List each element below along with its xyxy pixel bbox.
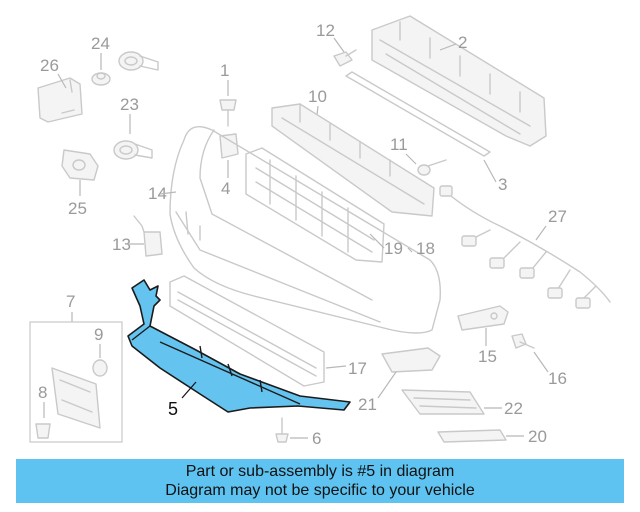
part-16-bolt: [511, 333, 535, 349]
banner-line-2: Diagram may not be specific to your vehi…: [165, 482, 475, 499]
callout-19: 19: [384, 239, 403, 258]
callout-16: 16: [548, 369, 567, 388]
callout-26: 26: [40, 56, 59, 75]
part-7-group-box: [29, 321, 123, 443]
callout-1: 14: [148, 184, 167, 203]
part-3-nut: [219, 133, 239, 159]
callout-9: 9: [94, 325, 103, 344]
part-17-lower-grille: [169, 275, 325, 387]
part-27-wiring-harness: [439, 185, 611, 309]
part-26-bracket: [37, 77, 83, 123]
part-sensor-top: [118, 51, 159, 71]
callout-21: 21: [358, 395, 377, 414]
part-24-clip: [91, 72, 111, 86]
part-license-plate: [51, 367, 101, 429]
callout-27: 27: [548, 207, 567, 226]
part-23-sensor: [113, 140, 153, 160]
part-5-front-spoiler: [127, 279, 351, 413]
callout-14: 11: [390, 135, 408, 154]
part-12-bolt: [333, 49, 357, 67]
callout-22: 22: [504, 399, 523, 418]
part-25-holder: [61, 149, 99, 181]
callout-6: 6: [312, 429, 321, 448]
callout-12: 12: [316, 21, 335, 40]
part-10-bracket: [271, 103, 435, 217]
callout-17: 17: [348, 359, 367, 378]
part-14-screw: [417, 159, 447, 176]
callout-10: 10: [308, 87, 327, 106]
callout-23: 23: [120, 95, 139, 114]
part-4-bracket: [133, 215, 163, 257]
part-6-screw: [275, 417, 289, 443]
info-banner: Part or sub-assembly is #5 in diagram Di…: [16, 459, 624, 503]
callout-20: 20: [528, 427, 547, 446]
callout-7: 7: [66, 292, 75, 311]
banner-line-1: Part or sub-assembly is #5 in diagram: [185, 463, 455, 480]
callout-2: 1: [220, 61, 229, 80]
callout-11: 2: [458, 33, 467, 52]
part-2-screw: [219, 99, 237, 127]
part-11-impact-bar: [371, 15, 547, 147]
part-1-bumper-cover: [169, 126, 441, 334]
part-15-cover: [457, 305, 509, 331]
callout-18: 18: [416, 239, 435, 258]
part-9-clip: [92, 359, 108, 377]
part-18-grille: [245, 147, 385, 263]
callout-25: 25: [68, 199, 87, 218]
callout-5: 5: [168, 399, 178, 419]
part-21-trim: [381, 347, 441, 373]
callout-8: 8: [38, 383, 47, 402]
parts-diagram: 26 24 23 25 12 2 3 1: [29, 15, 611, 448]
part-8-screw: [35, 423, 51, 439]
callout-3: 4: [221, 179, 230, 198]
callout-4: 13: [112, 235, 131, 254]
callout-24: 24: [91, 34, 110, 53]
callout-13: 3: [498, 175, 507, 194]
callout-15: 15: [478, 347, 497, 366]
part-22-fog-cover: [401, 389, 485, 415]
part-20-strip: [437, 429, 507, 443]
